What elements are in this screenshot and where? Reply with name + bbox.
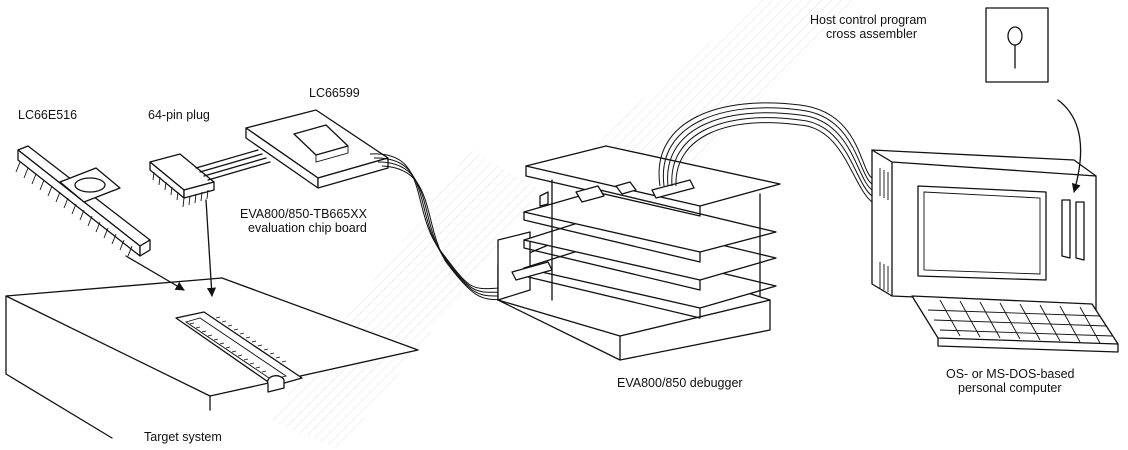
label-eval-board-line2: evaluation chip board [248,221,367,235]
label-target-system: Target system [144,430,222,444]
label-lc66599: LC66599 [309,86,360,100]
debugger-unit [497,145,781,361]
label-eval-board-line1: EVA800/850-TB665XX [240,207,368,221]
label-pc-line2: personal computer [958,381,1062,395]
floppy-disk [985,7,1049,83]
target-system-board [5,277,419,439]
label-pc-line1: OS- or MS-DOS-based [946,367,1075,381]
personal-computer [871,149,1119,353]
arrow-chip-to-target [125,255,185,291]
label-host-line1: Host control program [810,13,927,27]
label-64pin-plug: 64-pin plug [148,108,210,122]
label-debugger: EVA800/850 debugger [617,376,743,390]
eval-chip-board [245,109,389,189]
lc66e516-chip [15,145,151,257]
ic-socket [175,311,303,387]
label-host-line2: cross assembler [826,27,917,41]
arrow-plug-to-target [205,199,217,297]
plug-64pin [149,149,271,208]
pc-screen [917,185,1047,281]
ribbon-cable-pc [658,102,873,203]
arrow-host-to-pc [1057,99,1082,193]
label-lc66e516: LC66E516 [18,108,77,122]
